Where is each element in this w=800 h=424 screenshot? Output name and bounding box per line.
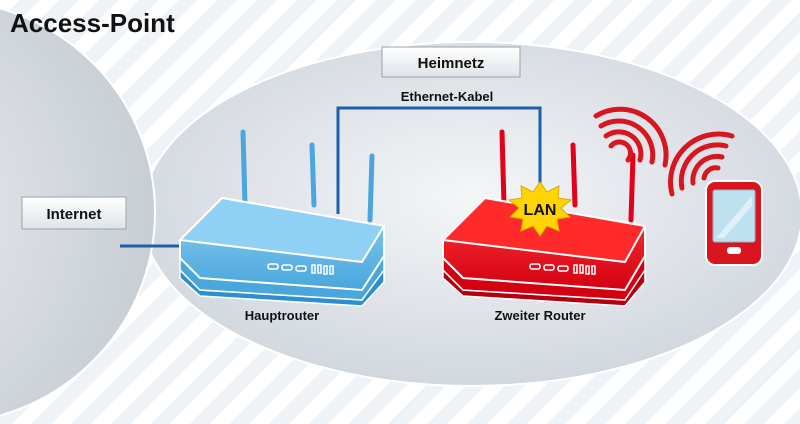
lan-burst-icon: [507, 181, 573, 237]
main-router-label: Hauptrouter: [245, 308, 319, 323]
lan-label: LAN: [524, 202, 557, 219]
home-network-label: Heimnetz: [418, 55, 485, 72]
main-router-leds: [267, 263, 334, 275]
main-router: [177, 129, 386, 307]
home-network-label-box: Heimnetz: [381, 46, 521, 78]
smartphone-icon: [705, 180, 763, 266]
ethernet-cable-label: Ethernet-Kabel: [401, 89, 493, 104]
second-router-label: Zweiter Router: [494, 308, 585, 323]
ethernet-cable: [336, 106, 542, 214]
router-wifi-waves-icon: [593, 106, 669, 168]
second-router-leds: [529, 263, 596, 275]
internet-label: Internet: [46, 206, 101, 223]
main-router-antennas: [240, 129, 375, 223]
phone-wifi-waves-icon: [668, 131, 735, 197]
lan-port-burst: LAN: [507, 181, 573, 237]
internet-label-box: Internet: [21, 196, 127, 230]
page-title: Access-Point: [10, 8, 175, 38]
second-router-antennas: [499, 129, 636, 223]
